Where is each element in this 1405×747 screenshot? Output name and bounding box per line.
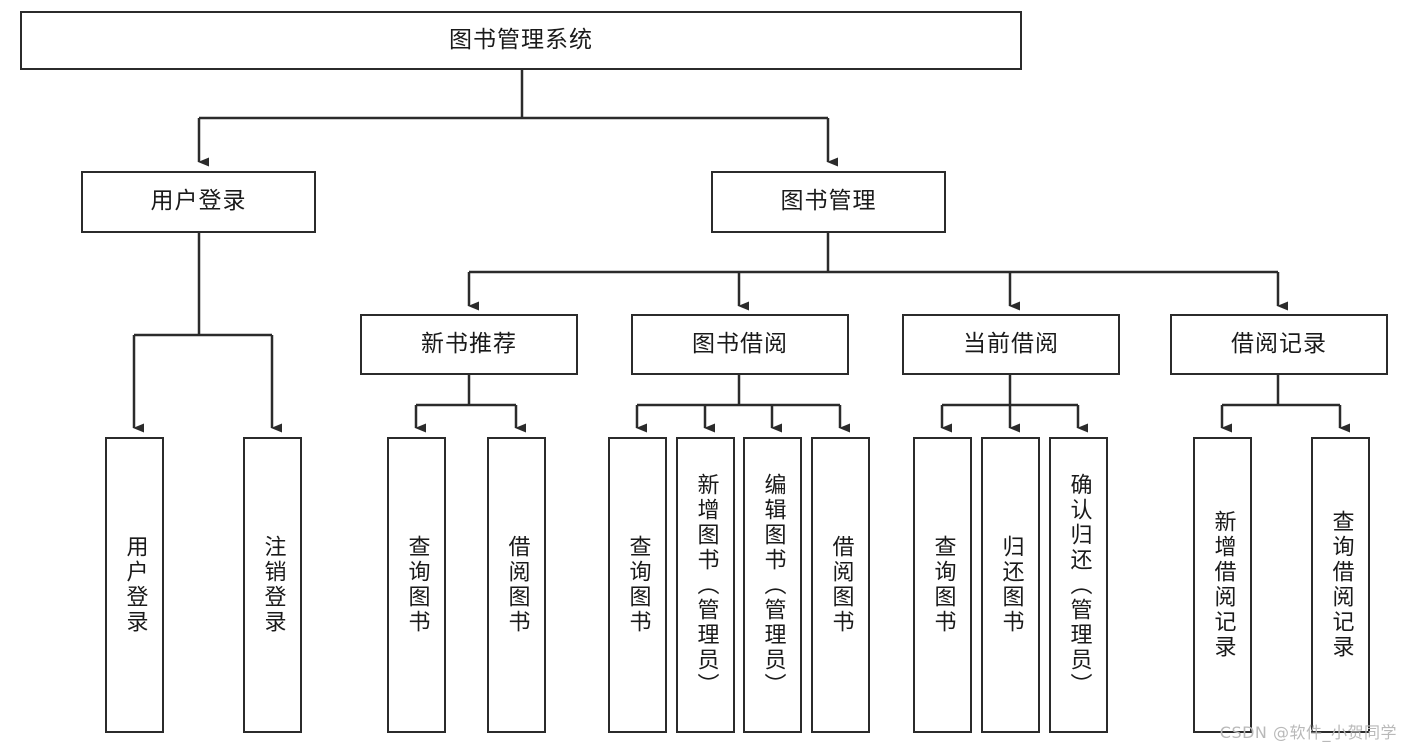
- node-leaf-current-return-book[interactable]: 归还图书: [981, 437, 1040, 733]
- node-user-login-label: 用户登录: [150, 188, 247, 215]
- node-leaf-record-query[interactable]: 查询借阅记录: [1311, 437, 1370, 733]
- node-leaf-borrow-add-book-label: 新增图书（管理员）: [693, 472, 719, 698]
- node-current-borrow[interactable]: 当前借阅: [902, 314, 1120, 375]
- node-leaf-current-return-book-label: 归还图书: [998, 535, 1024, 635]
- watermark: CSDN @软件_小贺同学: [1219, 723, 1397, 742]
- node-root-label: 图书管理系统: [449, 26, 593, 53]
- node-borrow-record-label: 借阅记录: [1231, 330, 1327, 357]
- node-leaf-user-login[interactable]: 用户登录: [105, 437, 164, 733]
- node-leaf-borrow-edit-book[interactable]: 编辑图书（管理员）: [743, 437, 802, 733]
- node-leaf-recommend-borrow-book-label: 借阅图书: [504, 535, 530, 635]
- node-leaf-record-add[interactable]: 新增借阅记录: [1193, 437, 1252, 733]
- node-leaf-user-login-label: 用户登录: [122, 535, 148, 635]
- node-leaf-record-query-label: 查询借阅记录: [1328, 510, 1354, 660]
- node-borrow-record[interactable]: 借阅记录: [1170, 314, 1388, 375]
- node-book-borrow[interactable]: 图书借阅: [631, 314, 849, 375]
- node-leaf-borrow-edit-book-label: 编辑图书（管理员）: [760, 472, 786, 698]
- node-book-manage[interactable]: 图书管理: [711, 171, 946, 233]
- node-leaf-current-query-book[interactable]: 查询图书: [913, 437, 972, 733]
- node-leaf-recommend-borrow-book[interactable]: 借阅图书: [487, 437, 546, 733]
- node-new-book-recommend[interactable]: 新书推荐: [360, 314, 578, 375]
- node-leaf-recommend-query-book[interactable]: 查询图书: [387, 437, 446, 733]
- node-leaf-current-confirm-return[interactable]: 确认归还（管理员）: [1049, 437, 1108, 733]
- node-book-borrow-label: 图书借阅: [692, 330, 788, 357]
- node-root[interactable]: 图书管理系统: [20, 11, 1022, 70]
- node-leaf-record-add-label: 新增借阅记录: [1210, 510, 1236, 660]
- node-book-manage-label: 图书管理: [780, 188, 877, 215]
- node-new-book-recommend-label: 新书推荐: [421, 330, 517, 357]
- node-leaf-borrow-borrow-book[interactable]: 借阅图书: [811, 437, 870, 733]
- node-leaf-current-confirm-return-label: 确认归还（管理员）: [1066, 472, 1092, 698]
- node-leaf-borrow-query-book-label: 查询图书: [625, 535, 651, 635]
- node-leaf-borrow-query-book[interactable]: 查询图书: [608, 437, 667, 733]
- node-leaf-borrow-add-book[interactable]: 新增图书（管理员）: [676, 437, 735, 733]
- node-leaf-logout[interactable]: 注销登录: [243, 437, 302, 733]
- node-leaf-recommend-query-book-label: 查询图书: [404, 535, 430, 635]
- node-leaf-borrow-borrow-book-label: 借阅图书: [828, 535, 854, 635]
- node-user-login[interactable]: 用户登录: [81, 171, 316, 233]
- node-leaf-current-query-book-label: 查询图书: [930, 535, 956, 635]
- node-current-borrow-label: 当前借阅: [963, 330, 1059, 357]
- node-leaf-logout-label: 注销登录: [260, 535, 286, 635]
